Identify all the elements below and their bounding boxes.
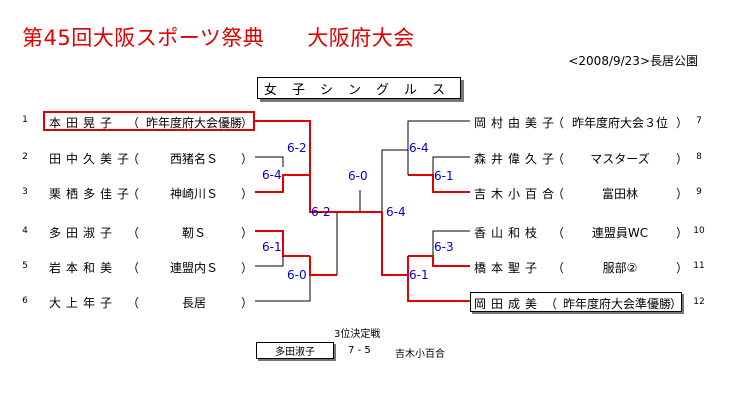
paren-close-10: ） <box>676 226 689 240</box>
score-final: 6-0 <box>348 169 368 183</box>
paren-open-11: （ <box>552 261 565 275</box>
third-place-title: 3位決定戦 <box>334 329 381 340</box>
paren-close-2: ） <box>241 152 254 166</box>
seed-6: 6 <box>22 296 28 306</box>
third-place-loser: 吉木小百合 <box>395 349 445 360</box>
line-p2 <box>255 156 284 167</box>
seed-11: 11 <box>693 261 705 271</box>
paren-close-4: ） <box>241 226 254 240</box>
score-right-semi: 6-4 <box>386 205 406 219</box>
player-club-12: 昨年度府大会準優勝 <box>562 297 671 311</box>
paren-close-7: ） <box>676 116 689 130</box>
score-right-r1-bot: 6-3 <box>434 240 454 254</box>
date-venue: <2008/9/23>長居公園 <box>568 54 698 68</box>
paren-open-7: （ <box>552 116 565 130</box>
player-club-6: 長居 <box>181 296 206 310</box>
paren-close-1: ） <box>241 116 254 130</box>
line-p10 <box>432 230 470 256</box>
player-name-10: 香山和枝 <box>474 226 543 240</box>
paren-close-11: ） <box>676 261 689 275</box>
player-club-1: 昨年度府大会優勝 <box>145 116 242 130</box>
third-place-winner: 多田淑子 <box>256 342 334 359</box>
player-club-11: 服部② <box>602 261 638 275</box>
line-p4 <box>255 230 310 257</box>
seed-4: 4 <box>22 226 28 236</box>
seed-5: 5 <box>22 261 28 271</box>
paren-open-9: （ <box>552 187 565 201</box>
player-name-12: 岡田成美 <box>474 297 543 311</box>
player-club-4: 靭Ｓ <box>181 226 206 240</box>
seed-9: 9 <box>696 187 702 197</box>
seed-10: 10 <box>693 226 705 236</box>
player-name-4: 多田淑子 <box>49 226 118 240</box>
paren-open-6: （ <box>127 296 140 310</box>
paren-open-8: （ <box>552 152 565 166</box>
seed-12: 12 <box>693 297 705 307</box>
event-box: 女子シングルス <box>257 77 461 99</box>
player-name-1: 本田晃子 <box>49 116 118 130</box>
score-right-r2-top: 6-4 <box>409 141 429 155</box>
score-left-r1-top: 6-4 <box>262 168 282 182</box>
player-name-2: 田中久美子 <box>49 152 135 166</box>
player-club-9: 富田林 <box>601 187 638 201</box>
score-left-r2-top: 6-2 <box>287 141 307 155</box>
winner-box-1 <box>43 111 255 131</box>
third-place-score: 7 - 5 <box>348 345 371 356</box>
line-p4-up <box>309 256 337 276</box>
score-left-semi: 6-2 <box>311 205 331 219</box>
seed-8: 8 <box>696 152 702 162</box>
seed-3: 3 <box>22 187 28 197</box>
line-p1 <box>255 120 337 213</box>
player-club-8: マスターズ <box>590 152 650 166</box>
score-right-r2-bot: 6-1 <box>409 268 429 282</box>
paren-close-6: ） <box>241 296 254 310</box>
paren-close-8: ） <box>676 152 689 166</box>
player-name-7: 岡村由美子 <box>474 116 560 130</box>
seed-7: 7 <box>696 116 702 126</box>
score-left-r1-bot: 6-1 <box>262 240 282 254</box>
line-p3 <box>255 174 310 193</box>
paren-open-3: （ <box>127 187 140 201</box>
line-p9 <box>408 174 470 193</box>
line-r-top-to-semi <box>382 149 409 175</box>
player-club-10: 連盟員WC <box>591 226 649 240</box>
page-title: 第45回大阪スポーツ祭典 大阪府大会 <box>22 26 415 50</box>
paren-open-10: （ <box>552 226 565 240</box>
score-left-r2-bot: 6-0 <box>287 268 307 282</box>
paren-open-12: （ <box>545 297 558 311</box>
line-r-bot-to-semi <box>381 212 409 276</box>
player-name-6: 大上年子 <box>49 296 118 310</box>
player-name-3: 栗栖多佳子 <box>49 187 135 201</box>
paren-open-5: （ <box>127 261 140 275</box>
player-name-9: 吉木小百合 <box>474 187 560 201</box>
finalist-box-12 <box>470 292 682 312</box>
score-right-r1-top: 6-1 <box>434 169 454 183</box>
paren-open-2: （ <box>127 152 140 166</box>
player-name-5: 岩本和美 <box>49 261 118 275</box>
seed-2: 2 <box>22 152 28 162</box>
paren-close-3: ） <box>241 187 254 201</box>
player-club-3: 神崎川Ｓ <box>169 187 218 201</box>
paren-close-9: ） <box>676 187 689 201</box>
paren-close-12: ） <box>670 297 683 311</box>
player-name-8: 森井偉久子 <box>474 152 560 166</box>
paren-open-4: （ <box>127 226 140 240</box>
player-club-2: 西猪名Ｓ <box>169 152 218 166</box>
paren-open-1: （ <box>127 116 140 130</box>
line-p11 <box>408 255 470 267</box>
line-p8 <box>432 156 470 175</box>
paren-close-5: ） <box>241 261 254 275</box>
player-club-5: 連盟内Ｓ <box>169 261 218 275</box>
player-name-11: 橋本聖子 <box>474 261 543 275</box>
player-club-7: 昨年度府大会３位 <box>571 116 668 130</box>
line-p5 <box>255 256 284 267</box>
seed-1: 1 <box>22 115 28 125</box>
